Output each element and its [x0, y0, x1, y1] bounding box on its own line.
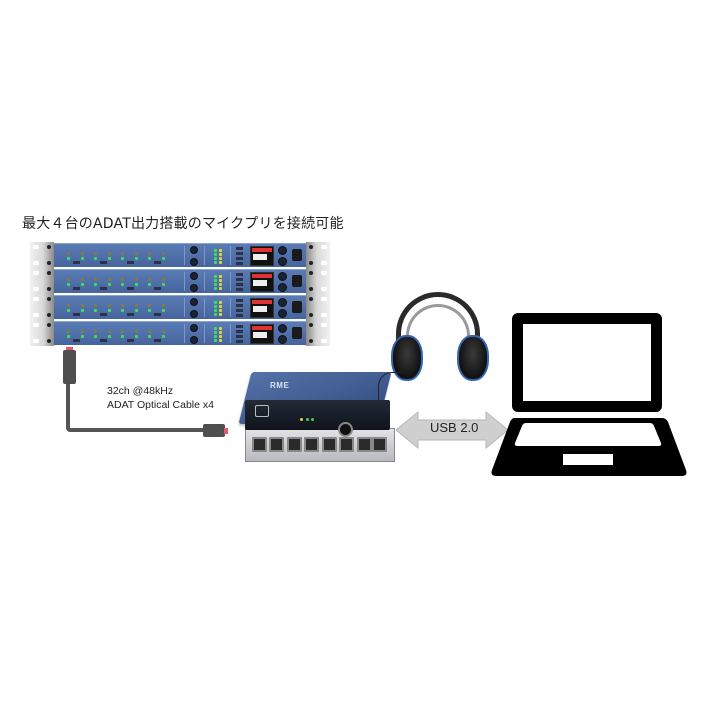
cable-vertical	[66, 382, 70, 428]
rack-ear	[30, 268, 54, 294]
preamp-unit-2	[30, 268, 330, 294]
bidirectional-arrow-icon	[396, 410, 508, 450]
toslink-plug-icon	[63, 350, 76, 384]
connection-label: USB 2.0	[430, 420, 479, 435]
laptop-icon	[491, 418, 687, 476]
optical-port-icon	[357, 437, 372, 452]
rack-front-panel	[54, 295, 306, 319]
optical-port-icon	[252, 437, 267, 452]
channel-strip	[91, 274, 117, 292]
rack-front-panel	[54, 269, 306, 293]
toslink-tip	[66, 347, 73, 351]
preamp-unit-3	[30, 294, 330, 320]
cable-horizontal	[66, 428, 206, 432]
cable-label: 32ch @48kHz ADAT Optical Cable x4	[107, 384, 214, 412]
preamp-unit-1	[30, 242, 330, 268]
diagram-title: 最大４台のADAT出力搭載のマイクプリを接続可能	[22, 216, 344, 232]
rack-ear	[30, 294, 54, 320]
channel-strip	[91, 300, 117, 318]
optical-port-icon	[339, 437, 354, 452]
optical-port-icon	[269, 437, 284, 452]
channel-strip	[64, 274, 90, 292]
channel-strip	[64, 326, 90, 344]
rack-front-panel	[54, 243, 306, 267]
channel-strip	[145, 274, 171, 292]
interface-logo: RME	[270, 381, 290, 390]
rack-ear	[306, 320, 330, 346]
optical-port-icon	[322, 437, 337, 452]
headphone-cord	[378, 372, 403, 403]
toslink-tip	[224, 428, 228, 434]
usb-port-icon	[255, 405, 269, 417]
rack-ear	[306, 268, 330, 294]
channel-strip	[145, 300, 171, 318]
rack-front-panel	[54, 321, 306, 345]
optical-port-icon	[372, 437, 387, 452]
cable-type: ADAT Optical Cable x4	[107, 399, 214, 411]
status-led	[300, 418, 303, 421]
rack-ear	[30, 242, 54, 268]
cable-spec: 32ch @48kHz	[107, 385, 174, 397]
channel-strip	[118, 274, 144, 292]
channel-strip	[118, 300, 144, 318]
preamp-unit-4	[30, 320, 330, 346]
optical-port-icon	[287, 437, 302, 452]
toslink-plug-icon	[203, 424, 225, 437]
channel-strip	[64, 300, 90, 318]
laptop-screen	[512, 313, 662, 412]
channel-strip	[64, 248, 90, 266]
optical-port-icon	[304, 437, 319, 452]
channel-strip	[118, 326, 144, 344]
channel-strip	[91, 326, 117, 344]
headphone-jack-icon	[338, 422, 353, 437]
ear-cup-right	[457, 335, 489, 381]
channel-strip	[145, 248, 171, 266]
headband	[396, 292, 480, 362]
channel-strip	[118, 248, 144, 266]
status-led	[306, 418, 309, 421]
interface-front-panel	[245, 400, 390, 430]
headband-inner	[406, 304, 470, 358]
rack-ear	[30, 320, 54, 346]
rack-ear	[306, 242, 330, 268]
status-led	[311, 418, 314, 421]
rack-ear	[306, 294, 330, 320]
channel-strip	[91, 248, 117, 266]
channel-strip	[145, 326, 171, 344]
